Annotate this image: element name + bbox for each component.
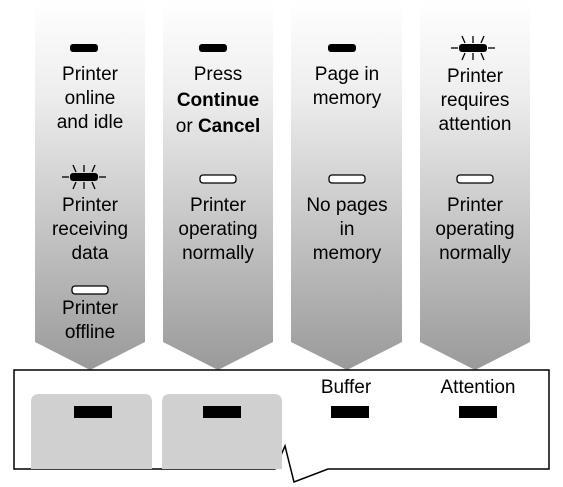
- ready-led: [74, 406, 112, 418]
- svg-text:memory: memory: [313, 243, 382, 264]
- state-text: offline: [65, 322, 115, 343]
- data-button[interactable]: [162, 394, 282, 469]
- indicator-off: [199, 174, 237, 184]
- svg-text:Printer: Printer: [62, 298, 119, 319]
- state-text: Press: [194, 64, 243, 85]
- svg-text:Printer: Printer: [190, 195, 247, 216]
- svg-text:receiving: receiving: [52, 219, 128, 240]
- indicator-off: [456, 174, 494, 184]
- state-text: normally: [182, 243, 254, 264]
- svg-text:and idle: and idle: [57, 112, 124, 133]
- buffer-label: Buffer: [321, 377, 372, 398]
- attention-led: [459, 406, 497, 418]
- state-text: No pages: [306, 195, 387, 216]
- svg-text:Attention: Attention: [441, 377, 516, 398]
- svg-text:data: data: [72, 243, 109, 264]
- arrows: [35, 0, 530, 370]
- svg-text:Continue: Continue: [177, 90, 259, 111]
- state-text: attention: [439, 114, 512, 135]
- state-text: Printer: [447, 66, 504, 87]
- state-text: in: [340, 219, 355, 240]
- state-text: Printer: [62, 298, 119, 319]
- state-text: and idle: [57, 112, 124, 133]
- arrow-column-2: [163, 0, 273, 370]
- indicator-blinking: [62, 164, 106, 190]
- state-text: normally: [439, 243, 511, 264]
- arrow-column-3: [291, 0, 402, 370]
- cancel-label: Cancel: [198, 116, 260, 137]
- svg-text:online: online: [65, 88, 116, 109]
- state-text: memory: [313, 243, 382, 264]
- state-text: memory: [313, 88, 382, 109]
- column-buffer: Page in memory No pages in memory: [306, 44, 388, 264]
- arrow-column-1: [35, 0, 145, 370]
- svg-text:Buffer: Buffer: [321, 377, 372, 398]
- state-text: Printer: [62, 195, 119, 216]
- state-text: Printer: [447, 195, 504, 216]
- svg-text:operating: operating: [178, 219, 257, 240]
- svg-text:Printer: Printer: [447, 66, 504, 87]
- svg-text:offline: offline: [65, 322, 115, 343]
- state-text: Printer: [190, 195, 247, 216]
- indicator-blinking: [451, 35, 495, 61]
- indicator-on: [328, 44, 356, 52]
- svg-text:Printer: Printer: [62, 64, 119, 85]
- state-text: Page in: [315, 64, 379, 85]
- svg-text:requires: requires: [441, 90, 510, 111]
- state-text: data: [72, 243, 109, 264]
- svg-text:attention: attention: [439, 114, 512, 135]
- svg-text:No pages: No pages: [306, 195, 387, 216]
- attention-label: Attention: [441, 377, 516, 398]
- svg-text:operating: operating: [435, 219, 514, 240]
- svg-text:in: in: [340, 219, 355, 240]
- ready-button[interactable]: [31, 394, 152, 469]
- column-ready: Printer online and idle Printer: [52, 44, 128, 343]
- svg-text:or Cancel: or Cancel: [176, 116, 261, 137]
- indicator-on: [199, 44, 227, 52]
- indicator-off: [71, 285, 109, 295]
- state-text: or: [176, 116, 198, 137]
- svg-text:memory: memory: [313, 88, 382, 109]
- state-text: Printer: [62, 64, 119, 85]
- svg-text:Press: Press: [194, 64, 243, 85]
- state-text: online: [65, 88, 116, 109]
- continue-label: Continue: [177, 90, 259, 111]
- data-led: [203, 406, 241, 418]
- column-data: Press Continue or Cancel Printer operati…: [176, 44, 261, 264]
- state-text: requires: [441, 90, 510, 111]
- svg-text:Page in: Page in: [315, 64, 379, 85]
- svg-text:Printer: Printer: [447, 195, 504, 216]
- svg-text:normally: normally: [182, 243, 254, 264]
- indicator-off: [328, 174, 366, 184]
- arrow-column-4: [420, 0, 530, 370]
- indicator-on: [70, 44, 98, 52]
- state-text: operating: [435, 219, 514, 240]
- svg-text:normally: normally: [439, 243, 511, 264]
- control-panel: Buffer Attention: [13, 369, 550, 484]
- state-text: receiving: [52, 219, 128, 240]
- buffer-led: [331, 406, 369, 418]
- svg-text:Printer: Printer: [62, 195, 119, 216]
- state-text: operating: [178, 219, 257, 240]
- column-attention: Printer requires attention Printer opera…: [435, 35, 515, 264]
